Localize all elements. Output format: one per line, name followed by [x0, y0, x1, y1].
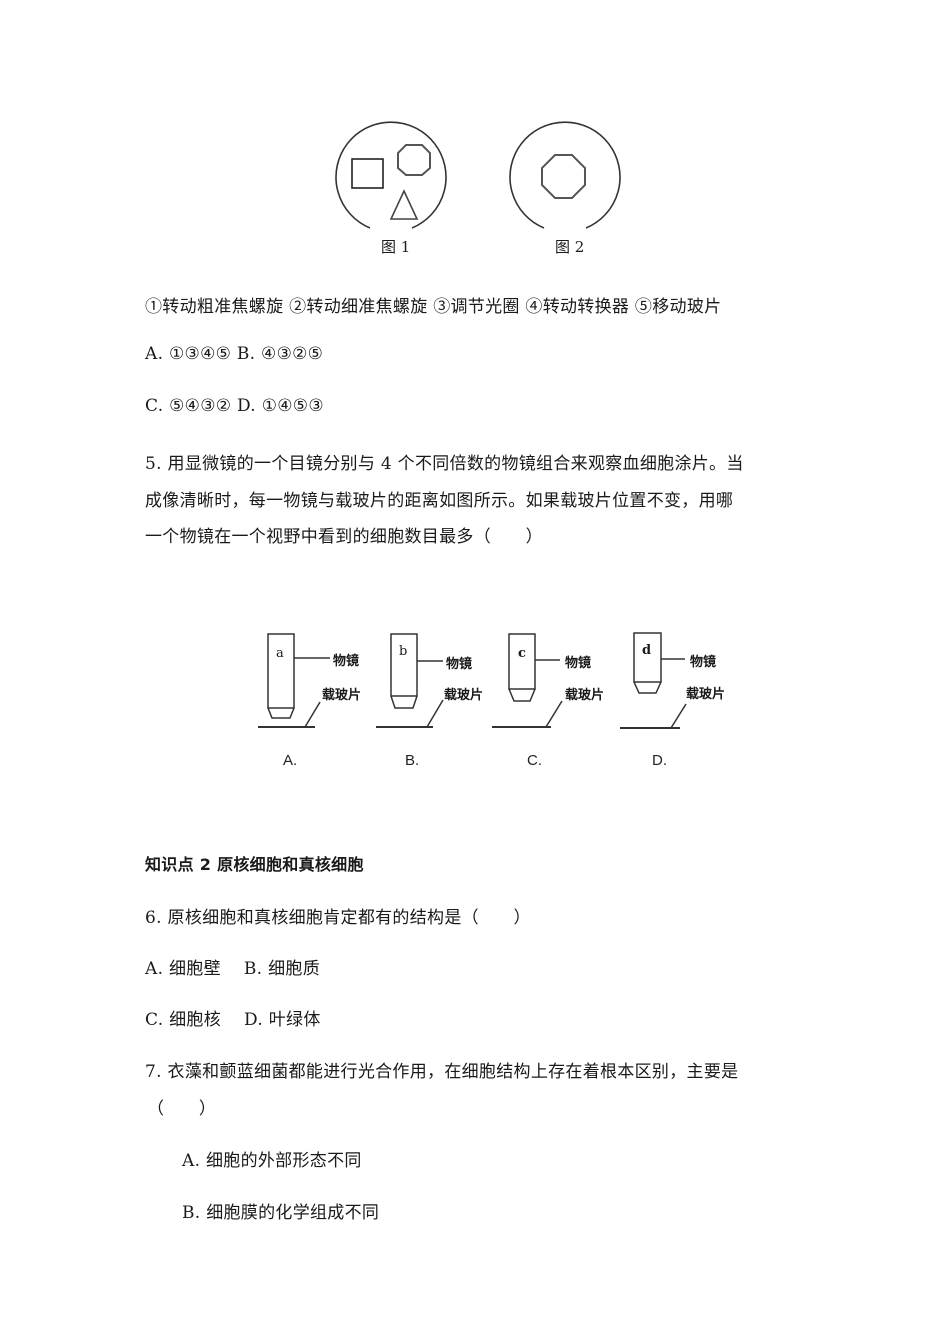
figure-2: [509, 121, 621, 229]
lens-letter-c: c: [518, 646, 526, 661]
q7-stem-line1: 7. 衣藻和颤蓝细菌都能进行光合作用，在细胞结构上存在着根本区别，主要是: [145, 1062, 739, 1082]
slide-label-a: 载玻片: [322, 688, 362, 703]
diagram-option-b: B.: [405, 752, 420, 769]
slide-label-c: 载玻片: [565, 688, 605, 703]
diagram-option-c: C.: [527, 752, 542, 769]
q7-option-b: B. 细胞膜的化学组成不同: [182, 1203, 380, 1223]
q5-stem-line1: 5. 用显微镜的一个目镜分别与 4 个不同倍数的物镜组合来观察血细胞涂片。当: [145, 454, 744, 474]
q5-stem-line3: 一个物镜在一个视野中看到的细胞数目最多（ ）: [145, 527, 543, 547]
q6-options-ab: A. 细胞壁 B. 细胞质: [145, 959, 320, 979]
diagram-option-a: A.: [283, 752, 298, 769]
objective-label-b: 物镜: [446, 657, 473, 672]
microscope-field-figures: [335, 121, 621, 229]
objective-label-a: 物镜: [333, 654, 360, 669]
lens-letter-a: a: [276, 646, 284, 661]
objective-b: [376, 633, 444, 728]
operation-steps: ①转动粗准焦螺旋 ②转动细准焦螺旋 ③调节光圈 ④转动转换器 ⑤移动玻片: [145, 297, 722, 317]
objective-label-d: 物镜: [690, 655, 717, 670]
objective-a: [258, 633, 330, 728]
q6-stem: 6. 原核细胞和真核细胞肯定都有的结构是（ ）: [145, 908, 531, 928]
q7-option-a: A. 细胞的外部形态不同: [182, 1151, 362, 1171]
objective-lens-diagram: [258, 632, 687, 729]
q7-stem-line2: （ ）: [147, 1099, 217, 1119]
objective-d: [620, 632, 687, 729]
q6-options-cd: C. 细胞核 D. 叶绿体: [145, 1010, 321, 1030]
section-heading: 知识点 2 原核细胞和真核细胞: [145, 855, 364, 874]
figure-1: [335, 121, 447, 229]
slide-label-d: 载玻片: [686, 687, 726, 702]
q4-options-ab: A. ①③④⑤ B. ④③②⑤: [145, 344, 324, 364]
lens-letter-b: b: [399, 644, 408, 659]
slide-label-b: 载玻片: [444, 688, 484, 703]
objective-c: [492, 633, 563, 728]
figure-1-caption: 图 1: [381, 238, 411, 256]
figure-2-caption: 图 2: [555, 238, 585, 256]
lens-letter-d: d: [642, 643, 652, 658]
q4-options-cd: C. ⑤④③② D. ①④⑤③: [145, 396, 324, 416]
objective-label-c: 物镜: [565, 656, 592, 671]
q5-stem-line2: 成像清晰时，每一物镜与载玻片的距离如图所示。如果载玻片位置不变，用哪: [145, 491, 734, 511]
diagram-option-d: D.: [652, 752, 667, 769]
